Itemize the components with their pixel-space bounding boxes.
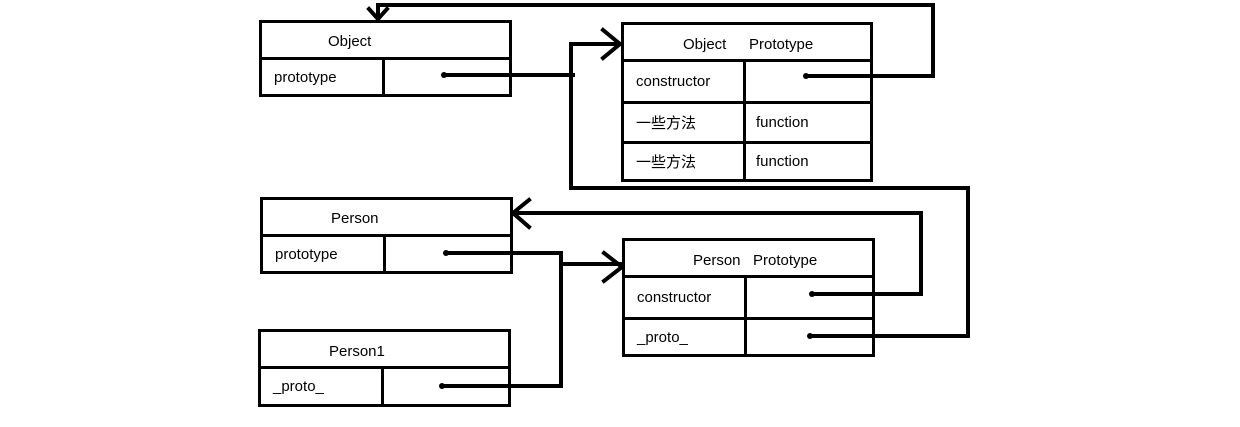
person-prototype-title-b: Prototype: [753, 252, 818, 269]
object-prototype-constructor-value-cell: [746, 62, 870, 101]
person-prototype-constructor-key-cell: constructor: [625, 278, 747, 317]
person-prototype-key-cell: prototype: [263, 237, 386, 271]
object-prototype-row: prototype: [262, 60, 509, 94]
object-prototype-method-1-key: 一些方法: [636, 115, 697, 132]
person-prototype-row: prototype: [263, 237, 510, 271]
person1-box: Person1 _proto_: [258, 329, 511, 407]
person1-proto-key: _proto_: [273, 378, 324, 395]
person-prototype-constructor-row: constructor: [625, 278, 872, 317]
person-prototype-title-a: Person: [693, 252, 741, 269]
object-box: Object prototype: [259, 20, 512, 97]
person1-proto-row: _proto_: [261, 369, 508, 404]
object-prototype-title-b: Prototype: [749, 36, 814, 53]
person-prototype-proto-key: _proto_: [637, 328, 688, 346]
object-prototype-method-1-value-cell: function: [746, 104, 870, 141]
object-prototype-method-2-value-cell: function: [746, 144, 870, 179]
object-constructor-arrowhead: [366, 6, 390, 22]
object-prototype-arrowhead: [600, 27, 624, 61]
object-prototype-method-row-2: 一些方法 function: [624, 141, 870, 179]
person-prototype-header: Person Prototype: [625, 241, 872, 278]
object-prototype-title-a: Object: [683, 36, 727, 53]
person-box-title: Person: [331, 210, 379, 227]
object-prototype-method-1-key-cell: 一些方法: [624, 104, 746, 141]
object-prototype-header: Object Prototype: [624, 25, 870, 62]
object-prototype-method-2-key-cell: 一些方法: [624, 144, 746, 179]
person-box-header: Person: [263, 200, 510, 237]
object-prototype-method-2-key: 一些方法: [636, 154, 697, 171]
person1-box-header: Person1: [261, 332, 508, 369]
object-prototype-constructor-key-cell: constructor: [624, 62, 746, 101]
person-prototype-proto-row: _proto_: [625, 317, 872, 354]
person-prototype-proto-key-cell: _proto_: [625, 320, 747, 354]
object-prototype-method-row-1: 一些方法 function: [624, 101, 870, 141]
person-prototype-proto-value-cell: [747, 320, 872, 354]
person-box: Person prototype: [260, 197, 513, 274]
person-prototype-constructor-key: constructor: [637, 289, 712, 306]
person-prototype-value-cell: [386, 237, 510, 271]
person-constructor-arrowhead: [509, 197, 532, 230]
person1-proto-value-cell: [384, 369, 508, 404]
object-prototype-method-1-value: function: [756, 114, 809, 131]
object-box-header: Object: [262, 23, 509, 60]
object-prototype-key: prototype: [274, 68, 337, 86]
person-prototype-constructor-value-cell: [747, 278, 872, 317]
object-prototype-key-cell: prototype: [262, 60, 385, 94]
person-prototype-box: Person Prototype constructor _proto_: [622, 238, 875, 357]
object-box-title: Object: [328, 33, 372, 50]
object-prototype-constructor-row: constructor: [624, 62, 870, 101]
person-prototype-key: prototype: [275, 245, 338, 263]
object-prototype-value-cell: [385, 60, 509, 94]
person1-box-title: Person1: [329, 343, 385, 360]
object-prototype-box: Object Prototype constructor 一些方法 functi…: [621, 22, 873, 182]
object-prototype-constructor-key: constructor: [636, 73, 711, 90]
object-prototype-method-2-value: function: [756, 153, 809, 170]
person-prototype-arrowhead: [601, 250, 626, 284]
person1-proto-key-cell: _proto_: [261, 369, 384, 404]
